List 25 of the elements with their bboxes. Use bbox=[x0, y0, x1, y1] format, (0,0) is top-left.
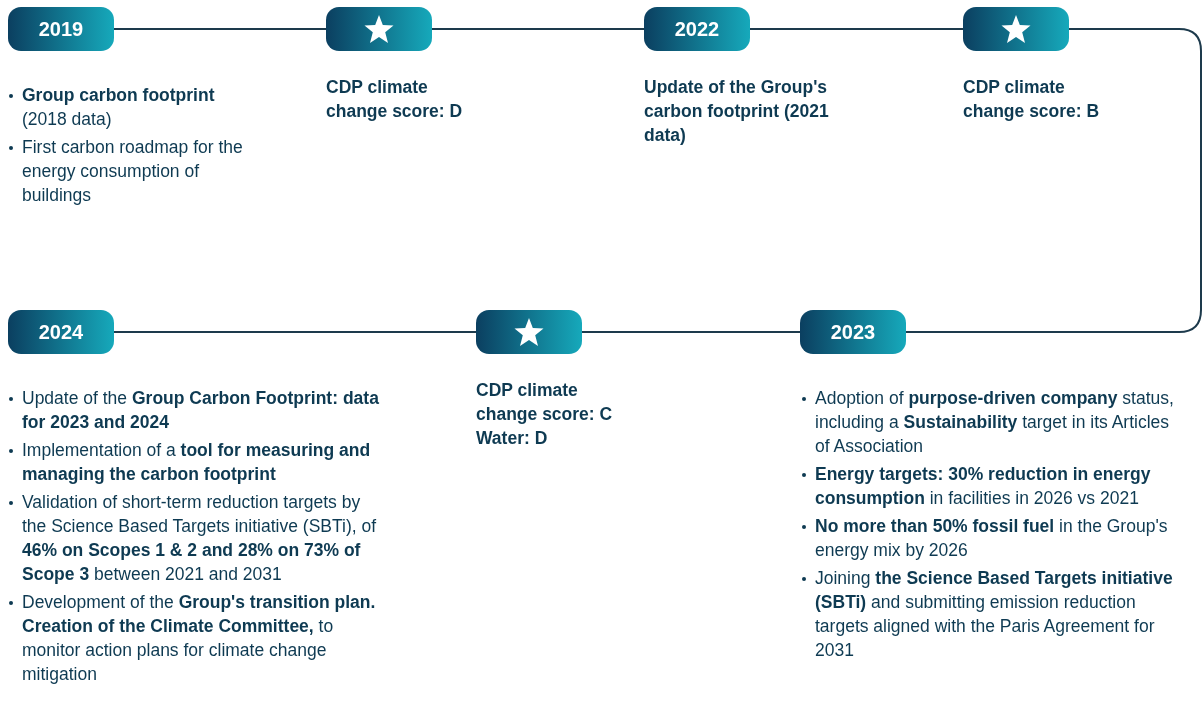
milestone-text: Water: D bbox=[476, 427, 549, 450]
milestone-text: Adoption of purpose-driven company status, including a Sustainability target in its Articles of Association bbox=[815, 388, 1174, 456]
year-badge: 2023 bbox=[800, 310, 906, 354]
milestone-text: CDP climate change score: C bbox=[476, 379, 614, 426]
timeline-line bbox=[431, 28, 645, 30]
milestone-text: First carbon roadmap for the energy consumption of buildings bbox=[22, 137, 243, 205]
timeline-line bbox=[113, 28, 327, 30]
year-badge: 2019 bbox=[8, 7, 114, 51]
milestone-text: Joining the Science Based Targets initiative (SBTi) and submitting emission reduction targets aligned with the Paris Agreement for 2031 bbox=[815, 568, 1173, 660]
milestone-text: Validation of short-term reduction targets by the Science Based Targets initiative (SBTi), of 46% on Scopes 1 & 2 and 28% on 73% of Scope 3 between 2021 and 2031 bbox=[22, 492, 377, 584]
year-badge: 2024 bbox=[8, 310, 114, 354]
year-badge: 2022 bbox=[644, 7, 750, 51]
milestone-text: Group carbon footprint (2018 data) bbox=[22, 85, 215, 129]
timeline-line bbox=[749, 28, 964, 30]
milestone-text: Development of the Group's transition plan. Creation of the Climate Committee, to monitor action plans for climate change mitigation bbox=[22, 592, 376, 684]
timeline-line bbox=[581, 331, 801, 333]
timeline-line bbox=[113, 331, 477, 333]
milestone-text: Implementation of a tool for measuring and managing the carbon footprint bbox=[22, 440, 371, 484]
timeline-line bbox=[905, 28, 1202, 333]
milestone-text: CDP climate change score: B bbox=[963, 76, 1101, 123]
star-badge bbox=[326, 7, 432, 51]
star-badge bbox=[963, 7, 1069, 51]
milestone-text: CDP climate change score: D bbox=[326, 76, 464, 123]
milestone-text: Update of the Group's carbon footprint (2021 data) bbox=[644, 76, 830, 147]
star-badge bbox=[476, 310, 582, 354]
